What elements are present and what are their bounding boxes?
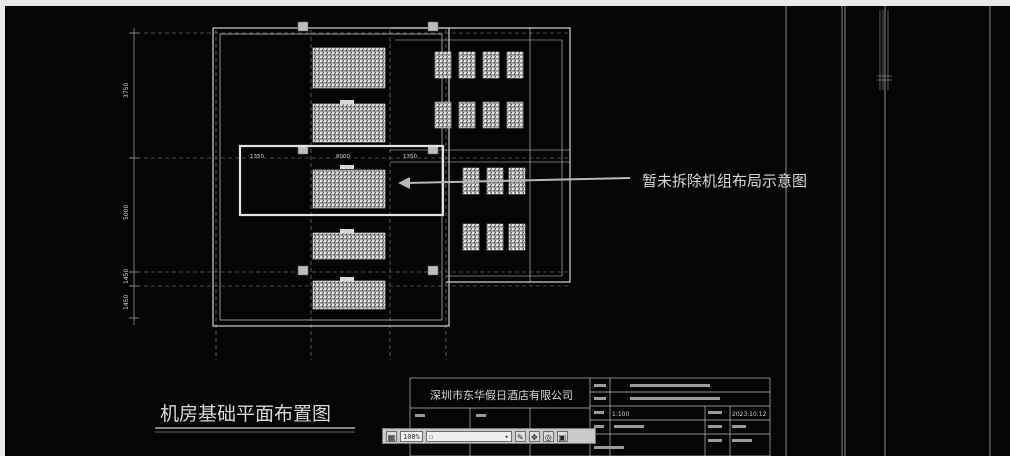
large-equipment-units [312, 47, 386, 310]
unit-4 [312, 232, 386, 260]
dim-label-left-2: 5000 [123, 205, 130, 220]
unit-3 [312, 169, 386, 209]
settings-icon[interactable]: ▣ [556, 430, 568, 442]
zoom-in-icon[interactable]: ✎ [514, 430, 526, 442]
title-block-fine-text [415, 384, 752, 449]
dim-label-top-1: 1350 [250, 154, 264, 160]
highlight-box [238, 144, 445, 217]
left-dimension-line [129, 28, 139, 325]
dim-label-left-3: 1450 [123, 269, 130, 284]
dim-label-left-1: 3750 [123, 83, 130, 98]
zoom-level-field[interactable]: 100% [400, 430, 423, 442]
view-select[interactable]: ☐ ▾ [425, 430, 512, 442]
dim-label-left-4: 1450 [123, 295, 130, 310]
annotation-label: 暂未拆除机组布局示意图 [642, 172, 807, 190]
company-name: 深圳市东华假日酒店有限公司 [430, 388, 573, 402]
drawing-title: 机房基础平面布置图 [160, 403, 331, 425]
unit-2 [312, 103, 386, 143]
view-select-checkbox: ☐ [428, 432, 434, 441]
room-walls [212, 27, 571, 327]
title-block-date: 2023.10.12 [732, 411, 767, 418]
frame-ticks [877, 10, 892, 90]
unit-tags [340, 100, 354, 281]
chevron-down-icon: ▾ [504, 432, 509, 441]
dim-label-top-3: 1350 [403, 154, 417, 160]
unit-5 [312, 280, 386, 310]
sheet-frame [785, 6, 991, 456]
title-block [409, 377, 771, 456]
small-equipment-units [434, 51, 526, 251]
pan-icon[interactable]: ✥ [528, 430, 540, 442]
title-block-scale: 1:100 [612, 411, 629, 418]
room-dimension-labels: 1350 8000 1350 [250, 154, 417, 160]
layers-icon[interactable]: ◎ [542, 430, 554, 442]
grid-icon[interactable]: ▦ [386, 430, 397, 442]
annotation-arrow [398, 177, 631, 189]
dim-label-top-2: 8000 [336, 154, 350, 160]
unit-1 [312, 47, 386, 89]
left-dimension-labels: 3750 5000 1450 1450 [123, 83, 130, 310]
viewer-toolbar: ▦ 100% ☐ ▾ ✎ ✥ ◎ ▣ [382, 428, 596, 444]
axis-lines [130, 30, 570, 360]
